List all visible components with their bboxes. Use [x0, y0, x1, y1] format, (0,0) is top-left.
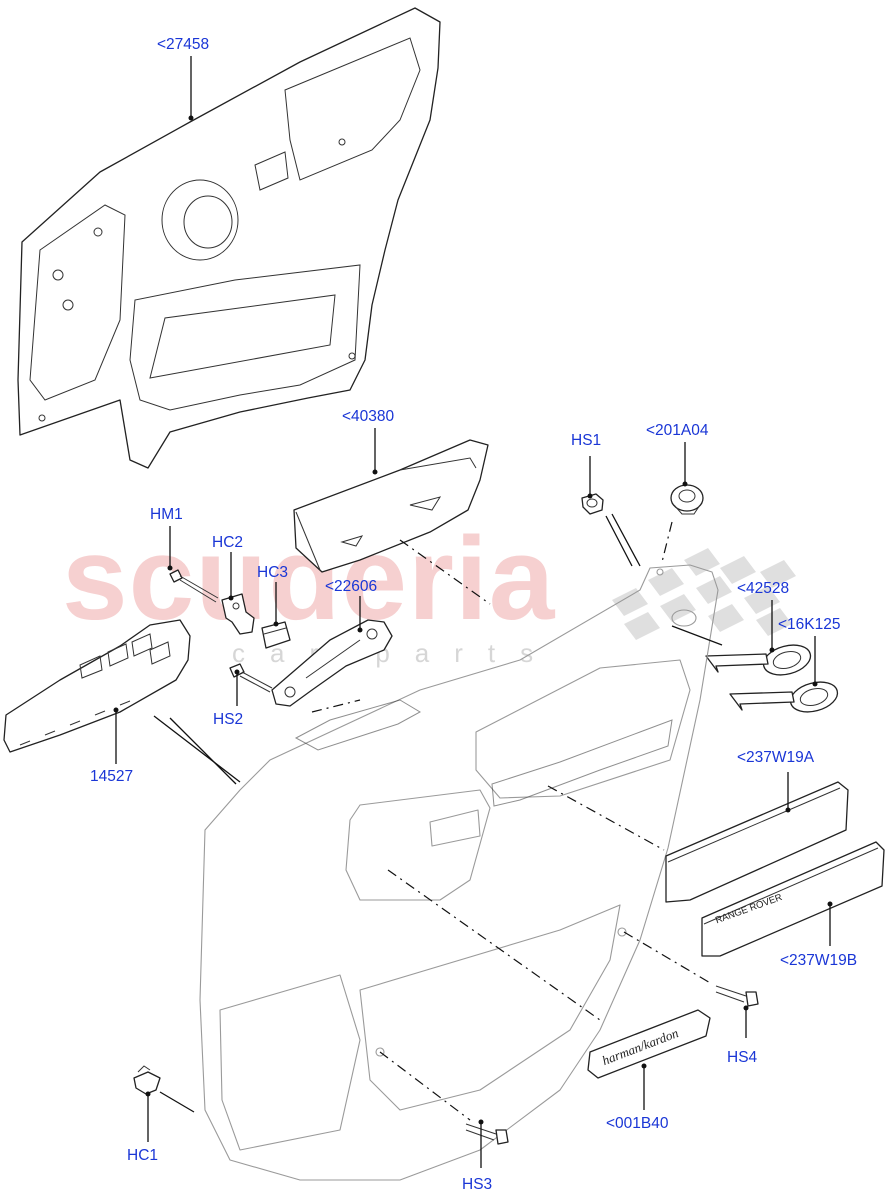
leader-lines: [113, 56, 833, 1168]
label-40380[interactable]: <40380: [342, 408, 395, 425]
clip-hc1[interactable]: [133, 1065, 161, 1095]
screw-hm1[interactable]: [169, 569, 219, 603]
label-hc3[interactable]: HC3: [257, 564, 289, 581]
label-14527[interactable]: 14527: [90, 768, 134, 785]
label-27458[interactable]: <27458: [157, 36, 210, 53]
label-hc1[interactable]: HC1: [127, 1147, 159, 1164]
grommet-201a04[interactable]: [670, 484, 704, 515]
label-237w19a[interactable]: <237W19A: [737, 749, 815, 766]
label-22606[interactable]: <22606: [325, 578, 378, 595]
door-insulator-panel[interactable]: [17, 7, 441, 469]
land-rover-badge-42528[interactable]: [705, 640, 814, 679]
armrest-cover[interactable]: [293, 439, 489, 573]
label-42528[interactable]: <42528: [737, 580, 790, 597]
pull-handle-bracket-22606[interactable]: [271, 619, 393, 707]
clip-hs1[interactable]: [581, 493, 604, 515]
harman-kardon-badge-001b40[interactable]: [587, 1009, 711, 1079]
trim-finisher-237w19a[interactable]: [665, 781, 849, 903]
door-trim-panel: [199, 564, 719, 1181]
label-hs3[interactable]: HS3: [462, 1176, 493, 1193]
label-hs2[interactable]: HS2: [213, 711, 244, 728]
label-201a04[interactable]: <201A04: [646, 422, 709, 439]
label-hm1[interactable]: HM1: [150, 506, 183, 523]
checkered-flag-watermark: [612, 548, 796, 640]
label-hs1[interactable]: HS1: [571, 432, 602, 449]
window-switch-bezel-14527[interactable]: [3, 619, 191, 753]
label-237w19b[interactable]: <237W19B: [780, 952, 858, 969]
screw-hs4[interactable]: [715, 985, 759, 1007]
label-hc2[interactable]: HC2: [212, 534, 244, 551]
trim-finisher-237w19b[interactable]: [701, 841, 885, 957]
land-rover-badge-16k125[interactable]: [729, 677, 841, 716]
label-hs4[interactable]: HS4: [727, 1049, 758, 1066]
screw-hs2[interactable]: [229, 663, 273, 693]
label-001b40[interactable]: <001B40: [606, 1115, 669, 1132]
fitting-lines: [311, 521, 713, 1121]
screw-hs3[interactable]: [465, 1123, 509, 1145]
bracket-hc2[interactable]: [221, 593, 255, 635]
label-16k125[interactable]: <16K125: [778, 616, 841, 633]
